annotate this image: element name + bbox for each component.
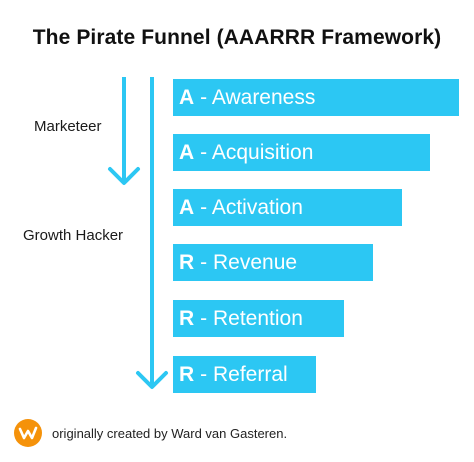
stage-revenue: R - Revenue xyxy=(173,244,373,281)
stage-acquisition: A - Acquisition xyxy=(173,134,430,171)
w-logo-icon xyxy=(14,419,42,447)
role-marketeer: Marketeer xyxy=(34,118,102,135)
stage-activation: A - Activation xyxy=(173,189,402,226)
stage-label: - Activation xyxy=(200,195,303,219)
stage-letter: R xyxy=(179,362,195,386)
diagram-title: The Pirate Funnel (AAARRR Framework) xyxy=(32,26,442,49)
stage-label: - Awareness xyxy=(200,85,316,109)
marketeer-arrow-icon xyxy=(108,77,140,185)
stage-referral: R - Referral xyxy=(173,356,316,393)
stage-label: - Revenue xyxy=(200,250,298,274)
stage-letter: R xyxy=(179,306,195,330)
stage-retention: R - Retention xyxy=(173,300,344,337)
footer: originally created by Ward van Gasteren. xyxy=(14,419,287,447)
stage-awareness: A - Awareness xyxy=(173,79,459,116)
role-growth-hacker: Growth Hacker xyxy=(23,227,124,244)
stage-label: - Retention xyxy=(200,306,303,330)
stage-letter: A xyxy=(179,140,195,164)
credit-text: originally created by Ward van Gasteren. xyxy=(52,425,288,441)
stage-letter: R xyxy=(179,250,195,274)
growth-hacker-arrow-icon xyxy=(136,77,168,389)
stage-letter: A xyxy=(179,85,195,109)
stage-label: - Acquisition xyxy=(200,140,314,164)
stage-letter: A xyxy=(179,195,195,219)
stage-label: - Referral xyxy=(200,362,288,386)
